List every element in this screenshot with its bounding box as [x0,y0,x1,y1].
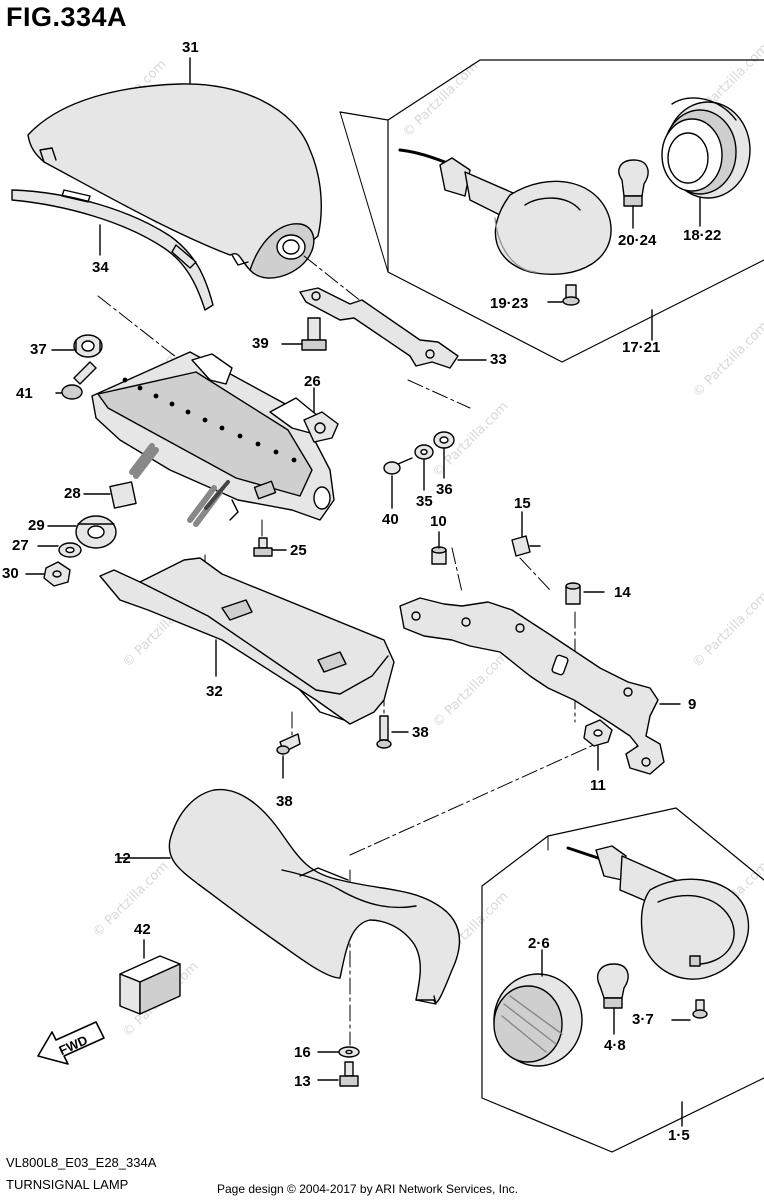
screw-40-part [383,457,413,509]
callout-26: 26 [304,373,321,390]
callout-14: 14 [614,584,631,601]
callout-1-5: 1·5 [668,1127,690,1144]
callout-9: 9 [688,696,697,713]
callout-11: 11 [590,777,606,794]
bolt-39-part [281,317,327,351]
callout-2-6: 2·6 [528,935,550,952]
callout-12: 12 [114,850,131,867]
license-bracket-part [91,351,335,521]
clip-38-part [376,715,409,749]
bolt-41-part [55,361,97,400]
callout-40: 40 [382,511,399,528]
callout-38: 38 [412,724,429,741]
bracket-cover-32-part [99,557,395,725]
washer-27-part [37,542,82,558]
callout-30: 30 [2,565,19,582]
fender-trim-strip-part [11,189,214,311]
collar-28-part [83,481,137,509]
callout-4-8: 4·8 [604,1037,626,1054]
cushion-29-part [47,515,117,549]
callout-29: 29 [28,517,45,534]
callout-10: 10 [430,513,447,530]
callout-33: 33 [490,351,507,368]
clip-38-part [276,733,301,779]
relay-42-part [119,939,181,1015]
callout-13: 13 [294,1073,311,1090]
collar-36-part [433,431,455,479]
callout-15: 15 [514,495,531,512]
front-lens-part [493,949,583,1067]
callout-31: 31 [182,39,199,56]
bolt-25-part [253,537,287,557]
rear-turnsignal-box [339,59,764,363]
callout-17-21: 17·21 [622,339,661,356]
rear-turnsignal-lamp-part [398,148,612,275]
callout-42: 42 [134,921,151,938]
copyright-credit: Page design © 2004-2017 by ARI Network S… [216,1182,518,1196]
rear-fender-cover-part [27,83,322,279]
diagram-code: VL800L8_E03_E28_334A [6,1155,157,1170]
rear-lens-screw-part [547,284,580,306]
callout-36: 36 [436,481,453,498]
callout-32: 32 [206,683,223,700]
nut-11-part [583,719,613,771]
nut-10-part [431,531,447,565]
callout-20-24: 20·24 [618,232,657,249]
front-turnsignal-box [481,807,764,1153]
callout-38: 38 [276,793,293,810]
callout-37: 37 [30,341,47,358]
lower-cover-12-part [119,788,461,1005]
callout-41: 41 [16,385,33,402]
figure-title: FIG.334A [6,2,128,32]
bolt-13-part [317,1061,359,1087]
washer-16-part [317,1046,360,1058]
nut-30-part [25,561,71,587]
stud-bolt-part [129,443,230,527]
nut-26-part [303,387,339,443]
callout-27: 27 [12,537,29,554]
callout-18-22: 18·22 [683,227,722,244]
callout-25: 25 [290,542,307,559]
callout-35: 35 [416,493,433,510]
callout-28: 28 [64,485,81,502]
callout-16: 16 [294,1044,311,1061]
rear-lens-part [661,97,751,227]
front-lens-screw-part [671,999,708,1021]
bolt-15-part [511,511,541,557]
forward-direction-arrow [37,1021,105,1065]
stay-bracket-part [299,287,487,369]
callout-19-23: 19·23 [490,295,529,312]
callout-3-7: 3·7 [632,1011,654,1028]
diagram-caption: TURNSIGNAL LAMP [6,1177,129,1192]
rear-bulb-part [618,159,649,229]
grommet-37-part [51,334,103,358]
collar-14-part [565,582,605,605]
turnsignal-bracket-9-part [399,597,681,775]
front-bulb-part [596,963,629,1035]
front-turnsignal-lamp-part [566,845,750,980]
callout-34: 34 [92,259,109,276]
washer-35-part [414,444,434,491]
callout-39: 39 [252,335,269,352]
